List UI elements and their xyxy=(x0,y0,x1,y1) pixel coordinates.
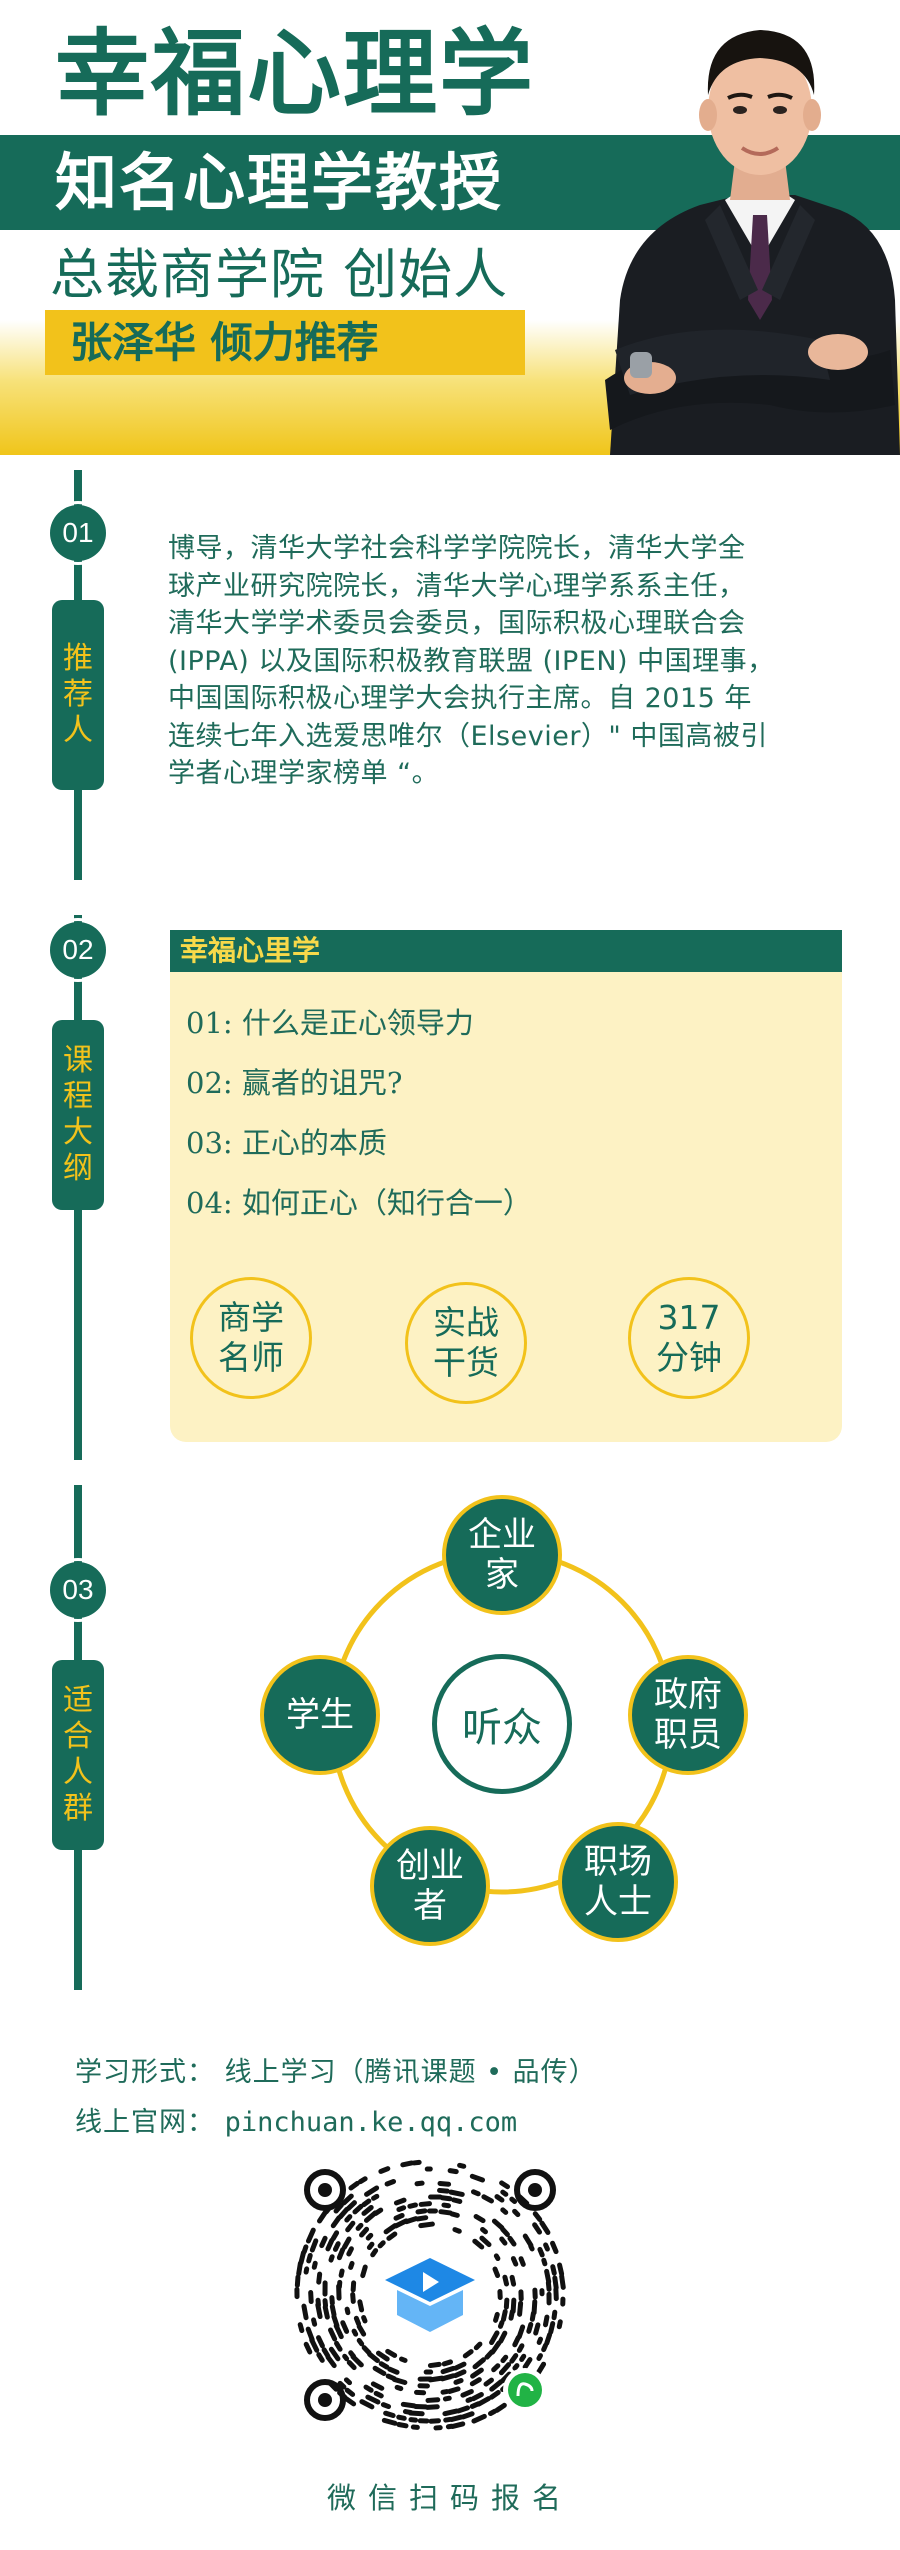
section-tag-recommender: 推荐人 xyxy=(52,600,104,790)
course-outline-card: 01: 什么是正心领导力 02: 赢者的诅咒? 03: 正心的本质 04: 如何… xyxy=(170,972,842,1442)
course-title: 幸福心里学 xyxy=(170,930,842,972)
founder-subtitle: 总裁商学院 创始人 xyxy=(50,243,509,306)
badge-duration: 317 分钟 xyxy=(628,1277,750,1399)
learning-mode: 学习形式： 线上学习（腾讯课题 • 品传） xyxy=(75,2050,597,2089)
section-number-03: 03 xyxy=(46,1558,110,1622)
audience-students: 学生 xyxy=(260,1655,380,1775)
course-item: 04: 如何正心（知行合一） xyxy=(186,1186,532,1220)
recommender-bio: 博导，清华大学社会科学学院院长，清华大学全 球产业研究院院长，清华大学心理学系系… xyxy=(168,530,858,793)
bio-line: 球产业研究院院长，清华大学心理学系系主任， xyxy=(168,570,746,602)
page-title: 幸福心理学 xyxy=(55,20,536,129)
section-tag-audience: 适合人群 xyxy=(52,1660,104,1850)
course-item: 02: 赢者的诅咒? xyxy=(186,1066,403,1100)
professor-title: 知名心理学教授 xyxy=(55,146,504,219)
section-number-02: 02 xyxy=(46,918,110,982)
bio-line: 连续七年入选爱思唯尔（Elsevier）" 中国高被引 xyxy=(168,720,768,752)
badge-business-teacher: 商学名师 xyxy=(190,1277,312,1399)
recommender-tag: 张泽华 倾力推荐 xyxy=(45,310,525,375)
section-number-01: 01 xyxy=(46,501,110,565)
header-banner: 幸福心理学 知名心理学教授 总裁商学院 创始人 张泽华 倾力推荐 xyxy=(0,0,900,455)
recommender-text: 张泽华 倾力推荐 xyxy=(70,318,379,367)
wechat-qr-code[interactable] xyxy=(285,2150,575,2440)
website-label: 线上官网： xyxy=(75,2107,215,2138)
bio-line: 清华大学学术委员会委员，国际积极心理联合会 xyxy=(168,608,746,639)
audience-center: 听众 xyxy=(432,1654,572,1794)
bio-line: 中国国际积极心理学大会执行主席。自 2015 年 xyxy=(168,683,752,714)
course-item: 01: 什么是正心领导力 xyxy=(186,1006,474,1040)
presenter-portrait xyxy=(605,30,900,455)
bio-line: (IPPA) 以及国际积极教育联盟 (IPEN) 中国理事， xyxy=(168,645,775,677)
learning-mode-label: 学习形式： xyxy=(75,2057,215,2088)
course-item: 03: 正心的本质 xyxy=(186,1126,387,1160)
bio-line: 博导，清华大学社会科学学院院长，清华大学全 xyxy=(168,533,746,564)
bio-line: 学者心理学家榜单 “。 xyxy=(168,758,440,789)
website-link[interactable]: pinchuan.ke.qq.com xyxy=(224,2107,518,2138)
learning-mode-value: 线上学习（腾讯课题 • 品传） xyxy=(224,2057,597,2088)
badge-practical-content: 实战干货 xyxy=(405,1282,527,1404)
audience-founders: 创业者 xyxy=(370,1826,490,1946)
audience-professionals: 职场人士 xyxy=(558,1822,678,1942)
website-line: 线上官网： pinchuan.ke.qq.com xyxy=(75,2100,517,2139)
audience-entrepreneur: 企业家 xyxy=(442,1495,562,1615)
audience-government-staff: 政府职员 xyxy=(628,1655,748,1775)
scan-to-register: 微信扫码报名 xyxy=(326,2481,573,2515)
section-tag-outline: 课程大纲 xyxy=(52,1020,104,1210)
